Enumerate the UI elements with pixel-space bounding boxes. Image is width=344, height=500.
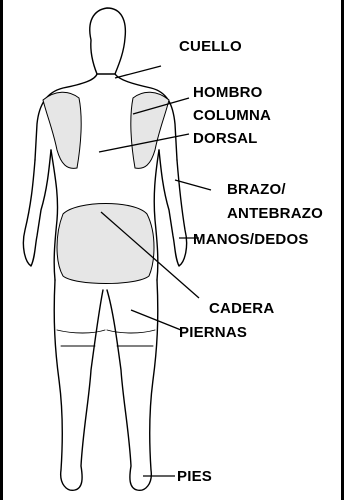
left-arm-outline bbox=[23, 150, 51, 266]
label-hands: MANOS/DEDOS bbox=[193, 231, 309, 248]
label-dorsal: DORSAL bbox=[193, 130, 258, 147]
right-arm-outline bbox=[159, 150, 187, 266]
head-outline bbox=[90, 8, 126, 74]
shorts-hem bbox=[57, 330, 155, 333]
left-shoulder-region bbox=[43, 92, 81, 168]
right-shoulder-region bbox=[131, 92, 169, 168]
label-hip: CADERA bbox=[209, 300, 274, 317]
label-shoulder: HOMBRO bbox=[193, 84, 263, 101]
leader-legs bbox=[131, 310, 181, 330]
right-leg-outline bbox=[107, 280, 158, 490]
body-illustration bbox=[3, 0, 344, 500]
label-feet: PIES bbox=[177, 468, 212, 485]
label-spine: COLUMNA bbox=[193, 107, 271, 124]
label-forearm: ANTEBRAZO bbox=[227, 205, 323, 222]
left-leg-outline bbox=[54, 280, 103, 490]
leader-arm bbox=[175, 180, 211, 190]
label-legs: PIERNAS bbox=[179, 324, 247, 341]
torso-left-side bbox=[51, 150, 58, 280]
label-arm: BRAZO/ bbox=[227, 181, 286, 198]
label-neck: CUELLO bbox=[179, 38, 242, 55]
leader-neck bbox=[115, 66, 161, 78]
